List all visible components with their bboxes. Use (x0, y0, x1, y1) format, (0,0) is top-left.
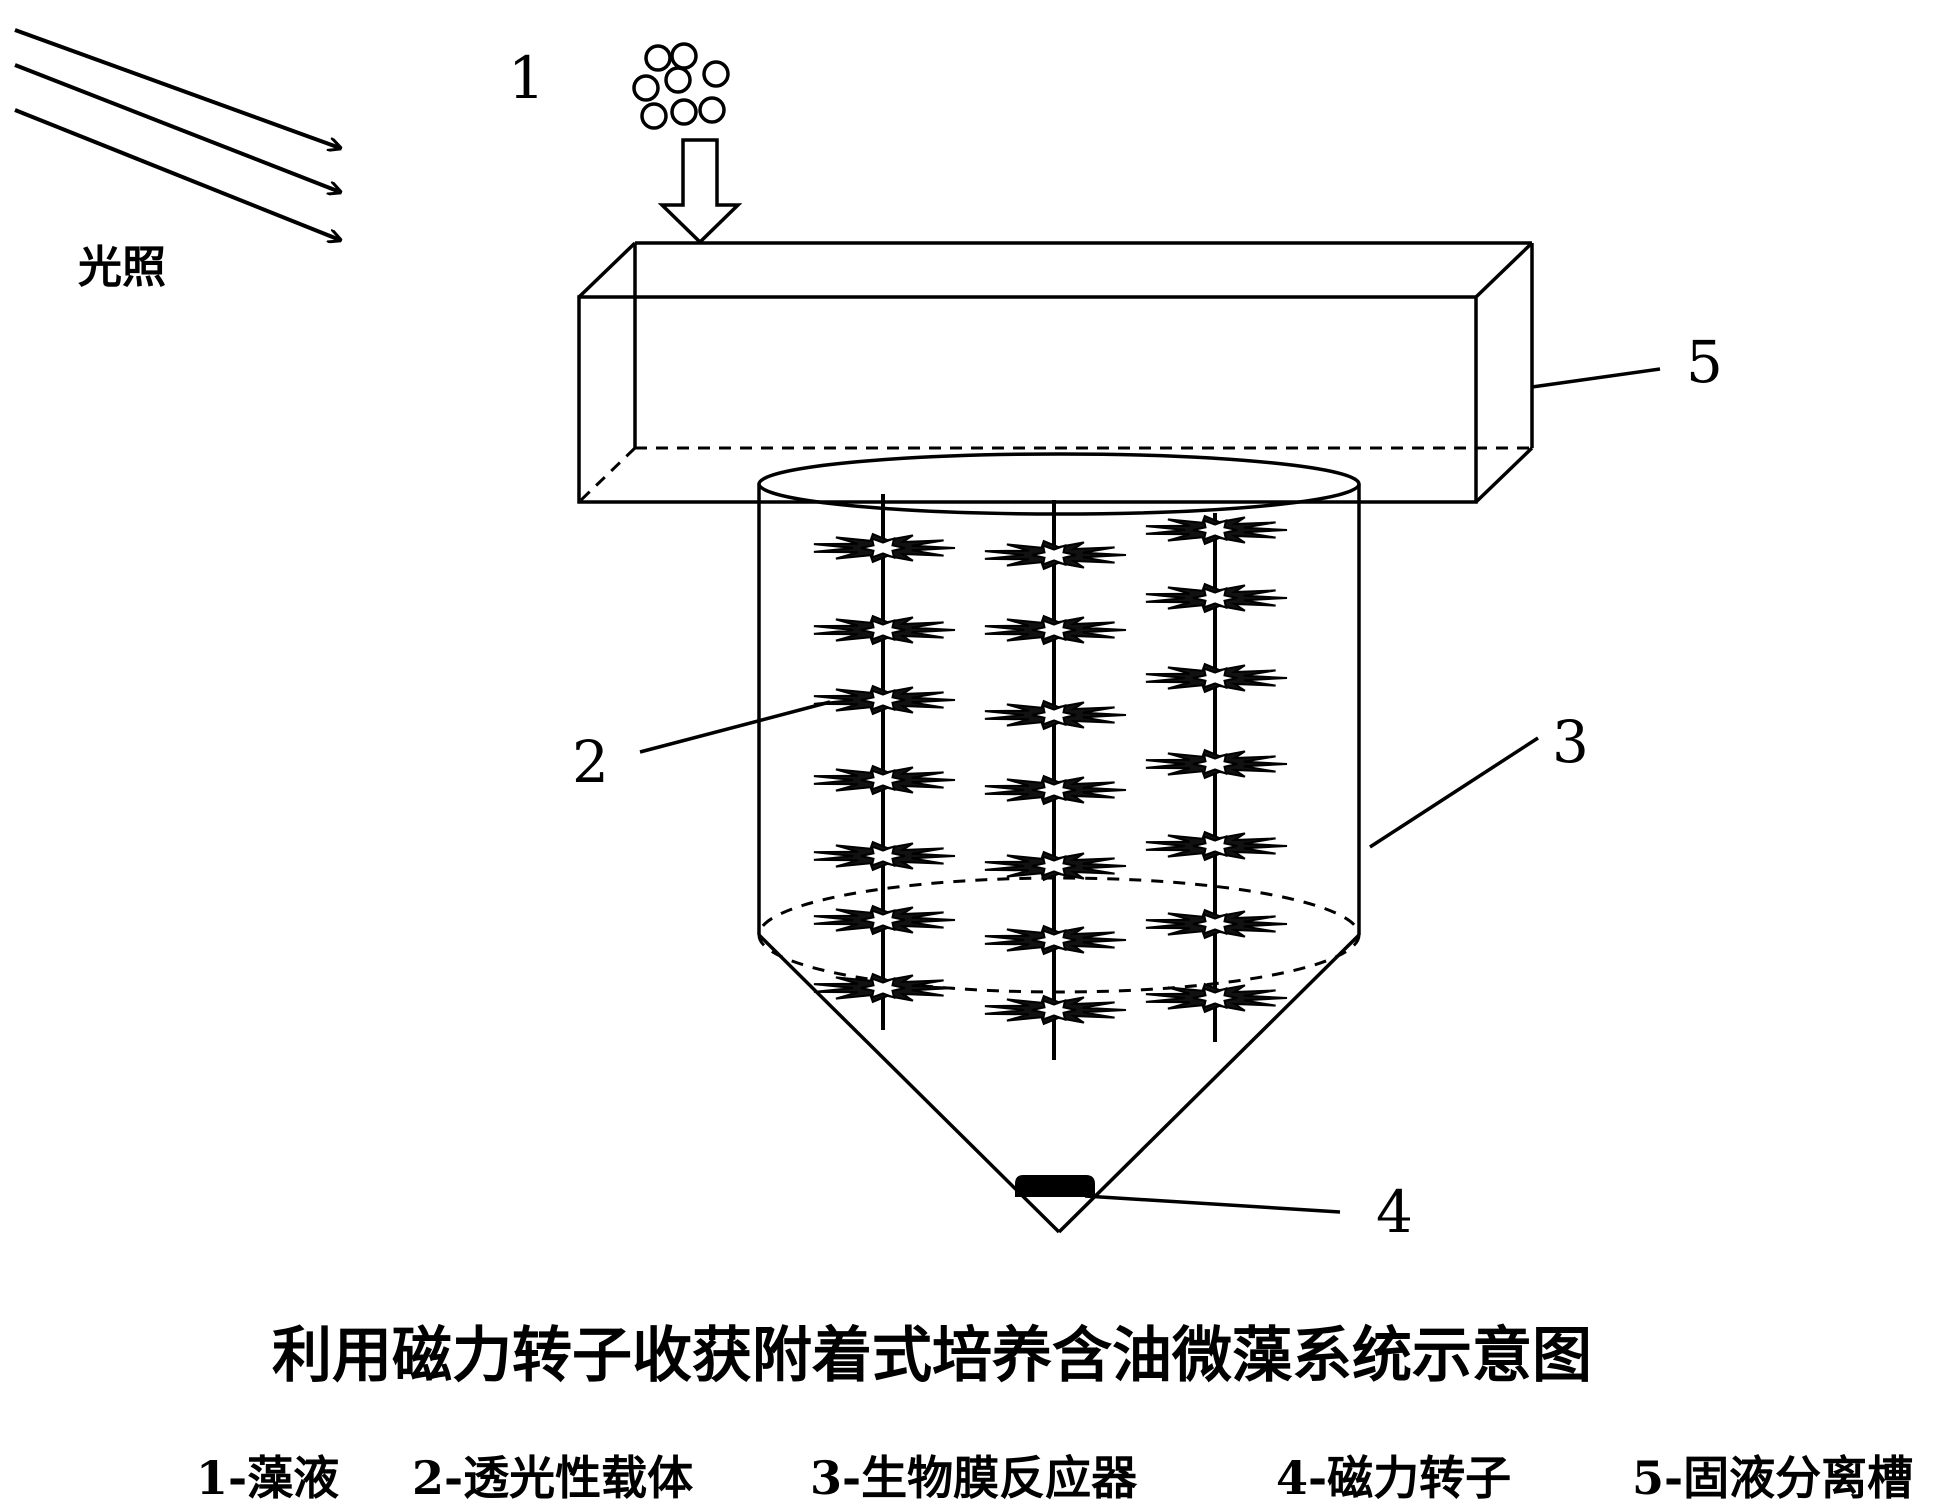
figure-title: 利用磁力转子收获附着式培养含油微藻系统示意图 (272, 1321, 1592, 1391)
leader-line-rotor (1084, 1194, 1341, 1214)
reactor-top-rim (757, 452, 1361, 516)
light-ray (14, 108, 340, 240)
biofilm-cluster (1145, 748, 1288, 780)
light-label: 光照 (78, 242, 166, 293)
biofilm-cluster (1145, 582, 1288, 614)
light-ray (14, 63, 340, 192)
biofilm-cluster (984, 774, 1127, 806)
algae-bubble (670, 98, 698, 126)
biofilm-cluster (1145, 830, 1288, 862)
biofilm-cluster (984, 924, 1127, 956)
leader-line-reactor (1369, 736, 1539, 849)
label-reactor: 3 (1552, 708, 1589, 776)
biofilm-cluster (813, 532, 956, 564)
biofilm-cluster (1145, 908, 1288, 940)
biofilm-cluster (984, 539, 1127, 571)
biofilm-cluster (813, 684, 956, 716)
cone-right-side (1057, 933, 1361, 1234)
magnetic-rotor (1015, 1175, 1095, 1197)
light-rays (14, 28, 340, 240)
legend-item-tank: 5-固液分离槽 (1632, 1451, 1913, 1505)
label-carrier: 2 (572, 728, 609, 796)
light-transmitting-carriers (813, 494, 1288, 1060)
biofilm-cluster (984, 850, 1127, 882)
algae-bubbles (632, 42, 730, 130)
legend-item-reactor: 3-生物膜反应器 (810, 1451, 1138, 1505)
feed-down-arrow (657, 138, 743, 245)
light-ray (14, 28, 340, 148)
biofilm-cluster (984, 699, 1127, 731)
tank-front-face (577, 295, 1478, 504)
algae-bubble (702, 60, 730, 88)
biofilm-cluster (813, 840, 956, 872)
legend-item-algae-liquid: 1-藻液 (196, 1451, 339, 1505)
label-algae-liquid: 1 (508, 44, 545, 112)
biofilm-cluster (1145, 514, 1288, 546)
tank-top-left-edge (577, 241, 637, 299)
biofilm-cluster (813, 614, 956, 646)
biofilm-cluster (813, 972, 956, 1004)
biofilm-cluster (984, 994, 1127, 1026)
label-tank: 5 (1686, 328, 1723, 396)
algae-bubble (644, 44, 672, 72)
biofilm-cluster (813, 764, 956, 796)
biofilm-cluster (1145, 982, 1288, 1014)
leader-line-carrier (639, 700, 831, 754)
algae-bubble (640, 102, 668, 130)
legend-item-rotor: 4-磁力转子 (1276, 1451, 1511, 1505)
algae-bubble (664, 66, 692, 94)
separation-tank (577, 241, 1534, 504)
tank-top-right-edge (1474, 241, 1534, 299)
cone-left-side (757, 933, 1061, 1234)
biofilm-cluster (1145, 662, 1288, 694)
tank-bottom-right-edge (1474, 446, 1534, 504)
tank-bottom-left-hidden-edge (577, 446, 637, 504)
leader-lines (639, 367, 1661, 1214)
legend-item-carrier: 2-透光性载体 (412, 1451, 693, 1505)
legend: 1-藻液 2-透光性载体 3-生物膜反应器 4-磁力转子 5-固液分离槽 (196, 1451, 1913, 1505)
biofilm-cluster (984, 614, 1127, 646)
label-rotor: 4 (1376, 1178, 1413, 1246)
biofilm-reactor (757, 452, 1361, 1234)
leader-line-tank (1531, 367, 1661, 389)
algae-bubble (670, 42, 698, 70)
algae-bubble (632, 74, 660, 102)
biofilm-cluster (813, 904, 956, 936)
algae-bubble (698, 96, 726, 124)
